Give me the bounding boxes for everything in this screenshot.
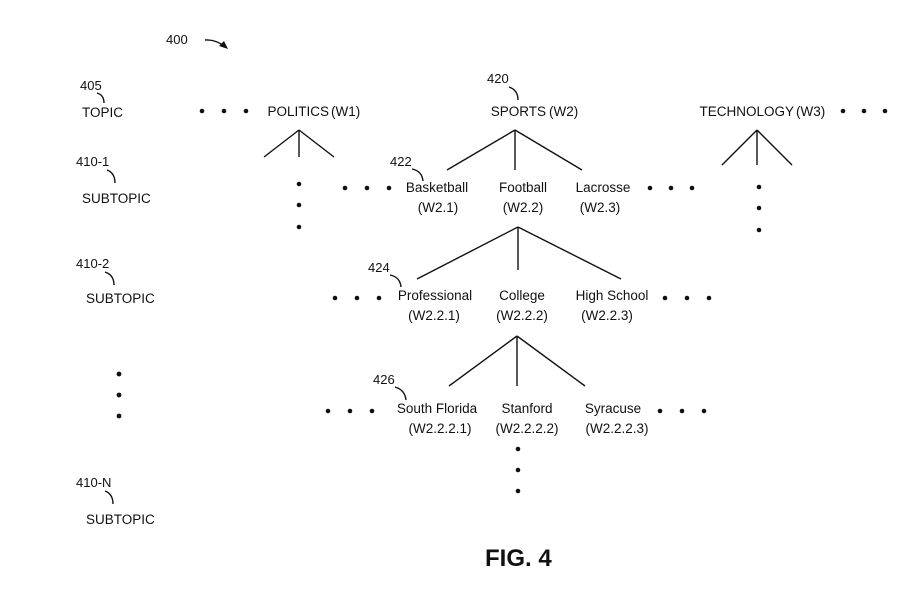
ellipsis-dot — [515, 488, 521, 494]
technology-fork-edge — [721, 129, 758, 166]
node-lacrosse-code: (W2.3) — [580, 200, 621, 215]
level-ref-topic: 405 — [80, 78, 102, 93]
node-south-florida-code: (W2.2.2.1) — [408, 421, 471, 436]
level-ref-leader-subtopic-2 — [104, 271, 115, 286]
level-ref-leader-subtopic-n — [104, 490, 114, 505]
ellipsis-dot — [684, 295, 690, 301]
node-football-code: (W2.2) — [503, 200, 544, 215]
ellipsis-dot — [296, 181, 302, 187]
sports-subtopics-ref-leader — [411, 168, 424, 182]
ellipsis-dot — [325, 408, 331, 414]
football-fork-edge — [416, 226, 519, 280]
level-ellipsis-dot — [116, 413, 122, 419]
ellipsis-dot — [369, 408, 375, 414]
level-label-subtopic-1: SUBTOPIC — [82, 191, 151, 206]
level-ref-leader-subtopic-1 — [106, 169, 116, 184]
ellipsis-dot — [706, 295, 712, 301]
node-syracuse-code: (W2.2.2.3) — [585, 421, 648, 436]
ellipsis-dot — [861, 108, 867, 114]
figure-ref-arrowhead — [219, 41, 228, 49]
node-professional-code: (W2.2.1) — [408, 308, 460, 323]
node-syracuse-name: Syracuse — [585, 401, 641, 416]
ellipsis-dot — [342, 185, 348, 191]
topic-sports-ref-leader — [508, 86, 519, 101]
ellipsis-dot — [668, 185, 674, 191]
ellipsis-dot — [756, 205, 762, 211]
topic-technology-name: TECHNOLOGY — [699, 104, 794, 119]
ellipsis-dot — [647, 185, 653, 191]
ellipsis-dot — [347, 408, 353, 414]
politics-fork-edge — [298, 129, 335, 158]
football-fork-edge — [517, 226, 622, 280]
level-label-topic: TOPIC — [82, 105, 123, 120]
node-college-name: College — [499, 288, 545, 303]
node-south-florida-name: South Florida — [397, 401, 478, 416]
level-ref-subtopic-2: 410-2 — [76, 256, 109, 271]
node-football-name: Football — [499, 180, 547, 195]
ellipsis-dot — [386, 185, 392, 191]
topic-politics-code: (W1) — [331, 104, 360, 119]
topic-sports-name: SPORTS — [491, 104, 546, 119]
node-lacrosse-name: Lacrosse — [576, 180, 631, 195]
football-subtopics-ref-leader — [389, 274, 402, 288]
football-subtopics-ref: 424 — [368, 260, 390, 275]
sports-fork-edge — [514, 129, 583, 171]
ellipsis-dot — [296, 202, 302, 208]
college-subtopics-ref: 426 — [373, 372, 395, 387]
ellipsis-dot — [679, 408, 685, 414]
technology-fork-edge — [756, 129, 793, 166]
college-fork-edge — [448, 335, 518, 387]
figure-ref-label: 400 — [166, 32, 188, 47]
ellipsis-dot — [756, 184, 762, 190]
node-professional-name: Professional — [398, 288, 472, 303]
ellipsis-dot — [882, 108, 888, 114]
level-ref-subtopic-n: 410-N — [76, 475, 111, 490]
ellipsis-dot — [657, 408, 663, 414]
node-stanford-name: Stanford — [501, 401, 552, 416]
level-ref-subtopic-1: 410-1 — [76, 154, 109, 169]
ellipsis-dot — [756, 227, 762, 233]
ellipsis-dot — [701, 408, 707, 414]
node-basketball-name: Basketball — [406, 180, 468, 195]
ellipsis-dot — [515, 446, 521, 452]
node-college-code: (W2.2.2) — [496, 308, 548, 323]
level-ellipsis-dot — [116, 392, 122, 398]
figure-caption: FIG. 4 — [485, 545, 552, 572]
ellipsis-dot — [662, 295, 668, 301]
sports-fork-edge — [446, 129, 516, 171]
ellipsis-dot — [840, 108, 846, 114]
node-stanford-code: (W2.2.2.2) — [495, 421, 558, 436]
topic-sports-ref: 420 — [487, 71, 509, 86]
ellipsis-dot — [199, 108, 205, 114]
ellipsis-dot — [296, 224, 302, 230]
college-fork-edge — [516, 335, 586, 387]
sports-subtopics-ref: 422 — [390, 154, 412, 169]
topic-technology-code: (W3) — [796, 104, 825, 119]
level-ellipsis-dot — [116, 371, 122, 377]
level-label-subtopic-n: SUBTOPIC — [86, 512, 155, 527]
level-ref-leader-topic — [96, 92, 105, 104]
node-high-school-name: High School — [576, 288, 649, 303]
node-high-school-code: (W2.2.3) — [581, 308, 633, 323]
ellipsis-dot — [332, 295, 338, 301]
ellipsis-dot — [243, 108, 249, 114]
ellipsis-dot — [515, 467, 521, 473]
ellipsis-dot — [364, 185, 370, 191]
college-subtopics-ref-leader — [394, 386, 407, 401]
topic-politics-name: POLITICS — [267, 104, 329, 119]
topic-sports-code: (W2) — [549, 104, 578, 119]
ellipsis-dot — [221, 108, 227, 114]
ellipsis-dot — [376, 295, 382, 301]
politics-fork-edge — [263, 129, 300, 158]
ellipsis-dot — [354, 295, 360, 301]
ellipsis-dot — [689, 185, 695, 191]
node-basketball-code: (W2.1) — [418, 200, 459, 215]
level-label-subtopic-2: SUBTOPIC — [86, 291, 155, 306]
